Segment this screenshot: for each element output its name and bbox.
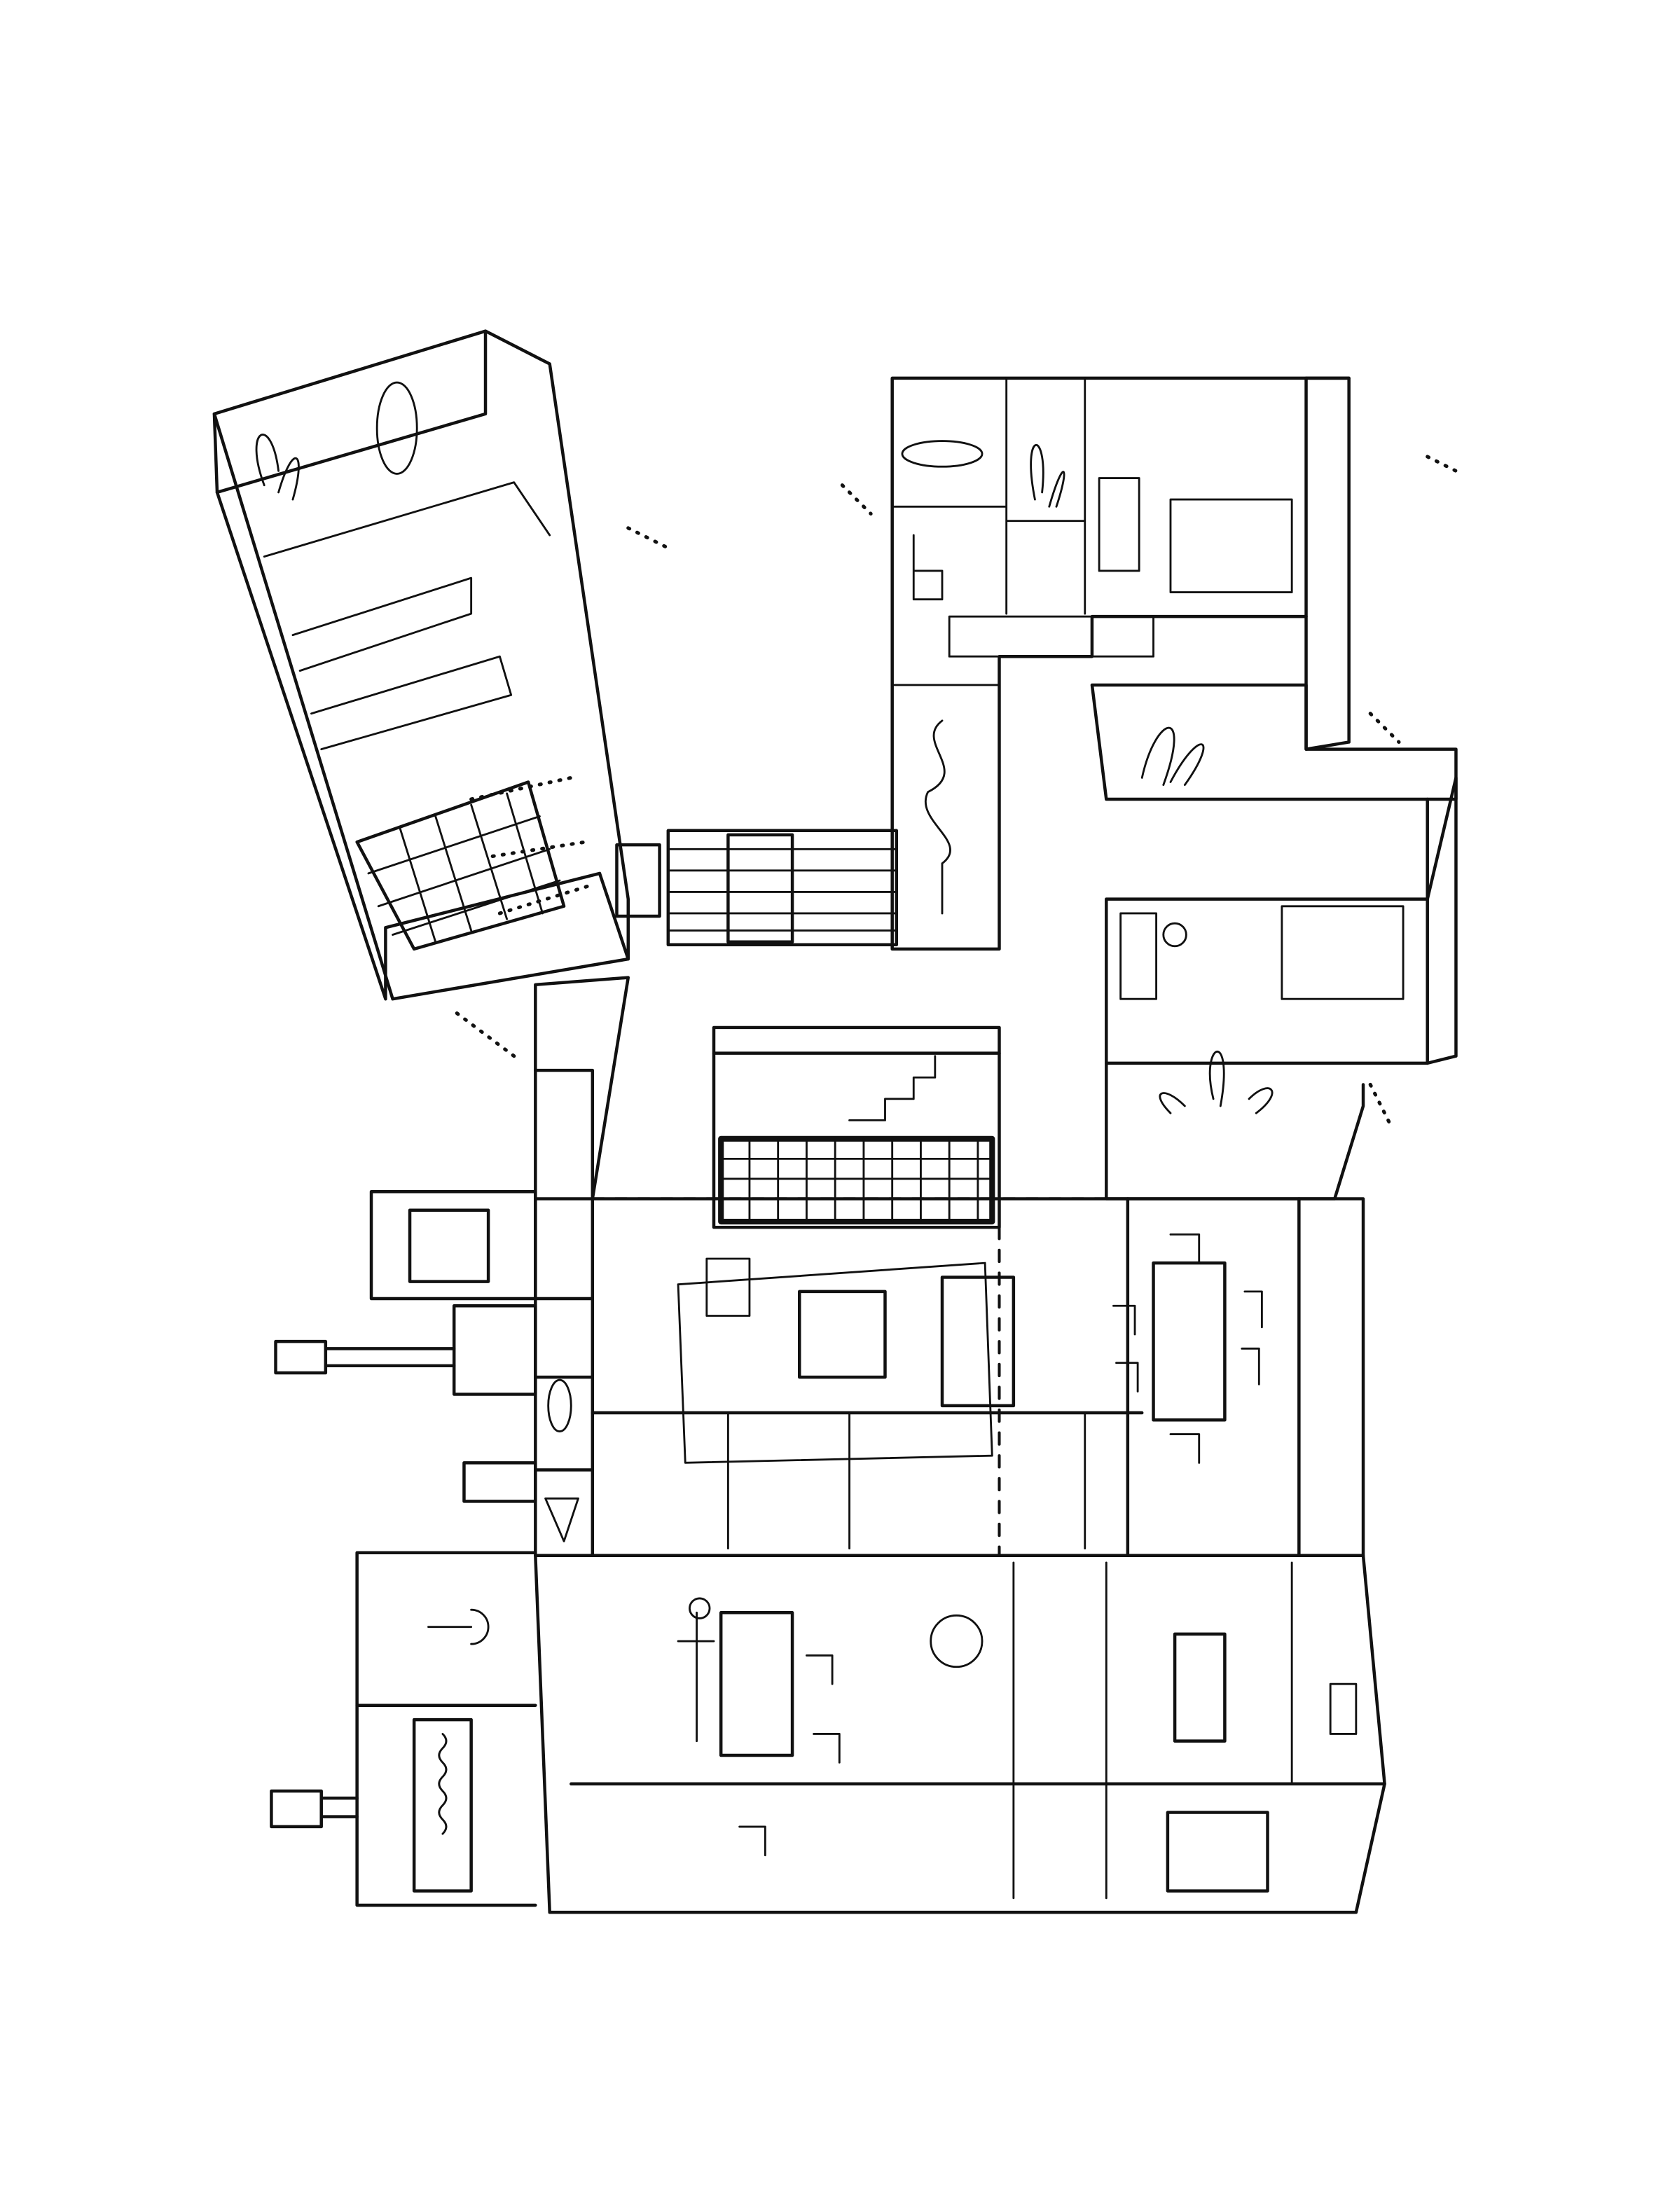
dining-table <box>1152 1261 1227 1422</box>
armchair <box>705 1257 751 1317</box>
tree-icon <box>925 719 951 915</box>
bathtub <box>375 381 418 475</box>
bedroom-wing-top <box>212 329 488 495</box>
stools <box>738 1654 841 1857</box>
staircase <box>848 1055 937 1121</box>
left-column <box>534 1068 595 1558</box>
coffee-table <box>798 1290 887 1379</box>
cross-walls <box>534 1197 1386 1786</box>
chimney <box>274 1339 456 1375</box>
outdoor-unit <box>270 1789 359 1829</box>
kitchen-island <box>1173 1632 1227 1743</box>
library <box>712 1025 1001 1229</box>
bathtub <box>901 440 984 468</box>
sink-icon <box>427 1608 490 1645</box>
plant-icon <box>1159 1050 1274 1114</box>
front-door <box>726 833 794 943</box>
partition-lines <box>726 1411 1293 1900</box>
work-table <box>719 1611 794 1757</box>
left-annex <box>270 1190 537 1907</box>
sofa <box>940 1276 1016 1408</box>
stairs <box>666 829 899 947</box>
book-rows <box>719 1138 993 1223</box>
workspace-wing <box>1090 683 1458 1201</box>
ground-speckles <box>455 455 1458 1130</box>
bathroom-wing-outline <box>890 376 1351 951</box>
stair-steps <box>667 848 898 932</box>
person-at-desk <box>1162 922 1187 948</box>
main-house <box>534 976 1386 1914</box>
main-house-outline <box>534 976 1386 1914</box>
bath-figure-tub <box>1169 498 1293 593</box>
chair <box>1098 477 1140 572</box>
bedroom-wing <box>212 329 630 1001</box>
stove <box>1329 1682 1358 1735</box>
window <box>408 1208 490 1283</box>
fireplace <box>452 1304 537 1396</box>
sink-icon <box>544 1497 579 1542</box>
bed-grid <box>367 792 561 943</box>
door-panel <box>615 843 661 918</box>
bathroom-wing <box>890 376 1351 951</box>
shelf-rail <box>291 576 473 672</box>
bed <box>355 780 566 951</box>
radiator-wave <box>438 1733 448 1835</box>
garden-outline <box>1105 1061 1365 1201</box>
dining-chairs <box>1112 1233 1263 1464</box>
entrance-stairs <box>615 829 899 947</box>
person-standing <box>677 1597 715 1743</box>
library-outline <box>712 1025 1001 1229</box>
small-box <box>462 1461 537 1503</box>
room-dividers <box>891 377 1086 686</box>
toilet-icon <box>912 534 944 601</box>
person-relaxing <box>930 1614 984 1668</box>
shelf-rail-2 <box>310 655 513 751</box>
cat-bed <box>1281 905 1405 1000</box>
annex-window-box <box>369 1190 537 1301</box>
garden-room <box>1090 683 1458 801</box>
sink-counter <box>948 615 1154 658</box>
rug-texture <box>469 775 595 915</box>
plant-icon <box>1140 726 1205 787</box>
rug <box>677 1261 993 1464</box>
toilet-icon <box>547 1378 572 1432</box>
annex-outline <box>355 1551 537 1907</box>
bookshelf <box>718 1135 995 1225</box>
desk <box>1119 912 1158 1000</box>
radiator <box>412 1717 473 1893</box>
picture-frame <box>1166 1811 1269 1893</box>
plant-icon <box>255 434 300 501</box>
plant-icon <box>1030 443 1065 508</box>
bath-partition <box>263 481 551 558</box>
bedroom-wing-inner <box>215 490 630 1001</box>
